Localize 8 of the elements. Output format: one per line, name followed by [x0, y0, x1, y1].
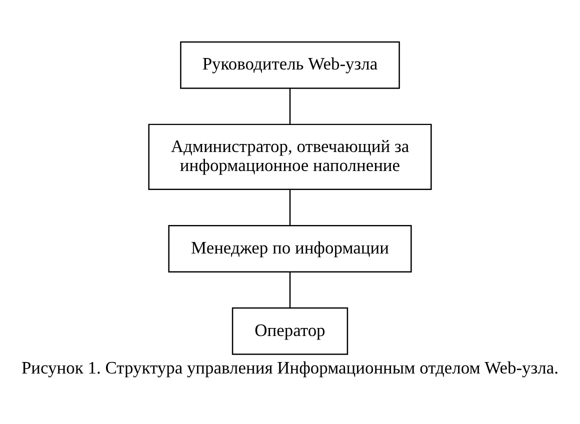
caption: Рисунок 1. Структура управления Информационным отделом Web-узла. [21, 356, 559, 377]
connector [289, 88, 291, 124]
node-box: Руководитель Web-узла [180, 40, 400, 88]
node-box: Администратор, отвечающий за информационное наполнение [148, 123, 432, 190]
connector [289, 272, 291, 308]
node-box: Оператор [232, 306, 348, 354]
connector [289, 188, 291, 225]
node-box: Менеджер по информации [168, 224, 412, 272]
